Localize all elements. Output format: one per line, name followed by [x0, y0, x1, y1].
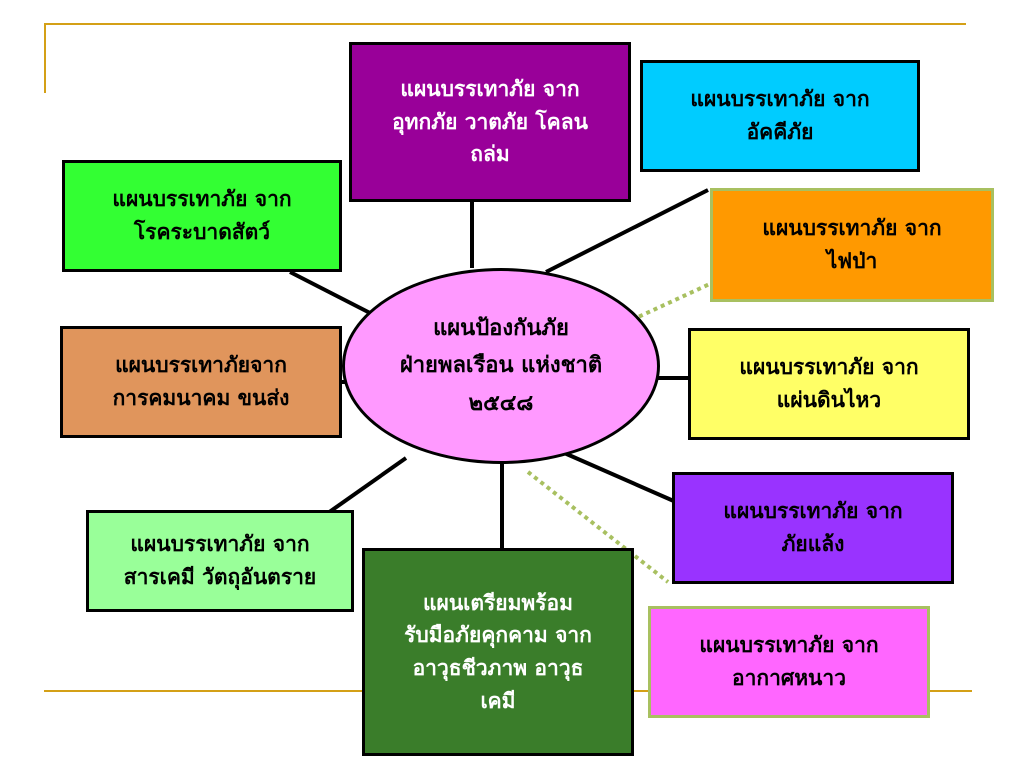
box-transport: แผนบรรเทาภัยจาก การคมนาคม ขนส่ง — [60, 326, 342, 438]
center-plan-ellipse: แผนป้องกันภัย ฝ่ายพลเรือน แห่งชาติ ๒๕๔๘ — [342, 268, 660, 464]
top-frame-line — [44, 23, 966, 25]
connector-chemical — [316, 456, 408, 522]
connector-fire — [545, 188, 709, 274]
box-drought: แผนบรรเทาภัย จาก ภัยแล้ง — [672, 472, 954, 584]
box-earthquake: แผนบรรเทาภัย จาก แผ่นดินไหว — [688, 328, 970, 440]
connector-cold — [526, 470, 670, 584]
box-forest-fire: แผนบรรเทาภัย จาก ไฟป่า — [710, 188, 994, 302]
connector-animal-disease — [289, 270, 373, 316]
box-fire: แผนบรรเทาภัย จาก อัคคีภัย — [640, 60, 920, 172]
left-frame-line — [44, 23, 46, 93]
box-cold-weather: แผนบรรเทาภัย จาก อากาศหนาว — [648, 606, 930, 718]
connector-drought — [561, 450, 677, 504]
box-animal-disease: แผนบรรเทาภัย จาก โรคระบาดสัตว์ — [62, 160, 342, 272]
box-chemical-hazard: แผนบรรเทาภัย จาก สารเคมี วัตถุอันตราย — [86, 510, 354, 612]
box-bio-chemical-weapon-threat: แผนเตรียมพร้อม รับมือภัยคุกคาม จาก อาวุธ… — [362, 548, 634, 756]
box-flood-storm-landslide: แผนบรรเทาภัย จาก อุทกภัย วาตภัย โคลน ถล่… — [349, 42, 631, 202]
